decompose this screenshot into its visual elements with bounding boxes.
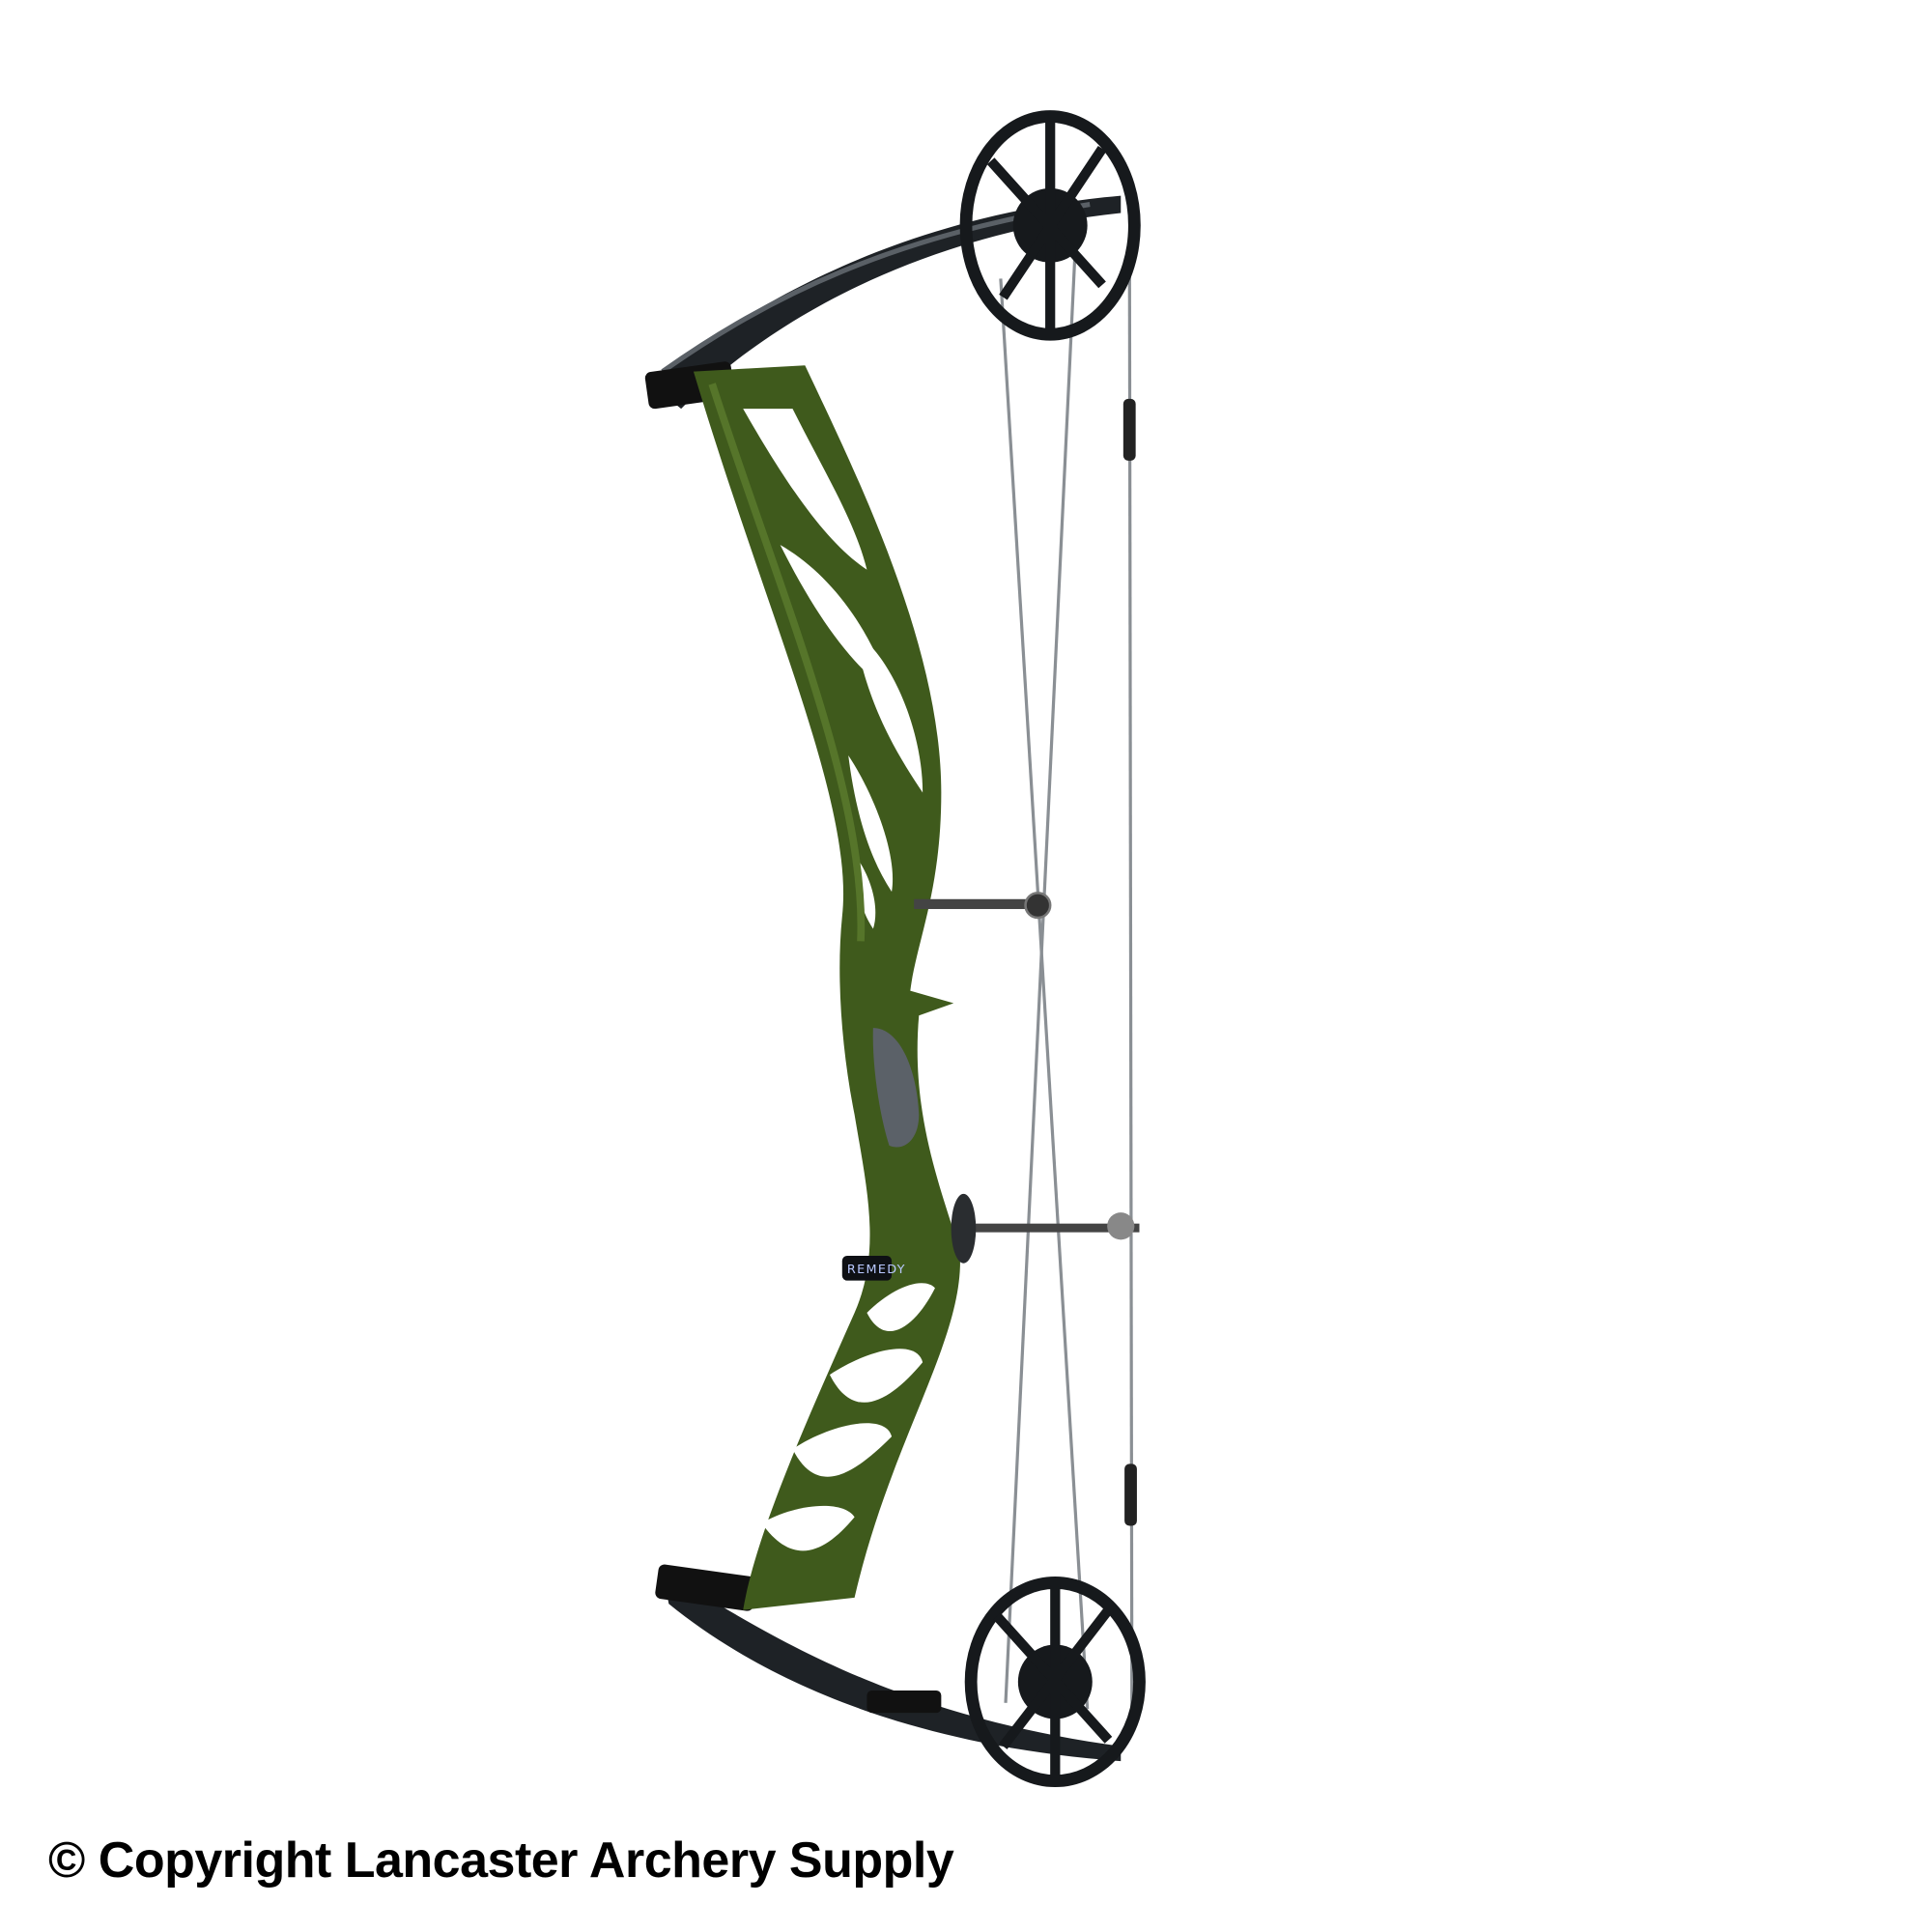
riser [693, 365, 960, 1610]
arrow-rest [914, 892, 1052, 920]
riser-label-plate [841, 1256, 893, 1281]
cable-guard [951, 1193, 1140, 1264]
riser-label: REMEDY [847, 1263, 906, 1277]
bow-strings [999, 235, 1134, 1728]
lower-limb [662, 1570, 1122, 1762]
cable-1 [999, 278, 1090, 1710]
grip [872, 1028, 920, 1148]
cable-2 [1004, 253, 1077, 1703]
upper-cam [959, 110, 1141, 341]
lower-cam [964, 1577, 1146, 1787]
copyright-notice: © Copyright Lancaster Archery Supply [48, 1833, 954, 1889]
string-silencers [1122, 398, 1137, 1526]
riser-cutouts [743, 409, 935, 1551]
